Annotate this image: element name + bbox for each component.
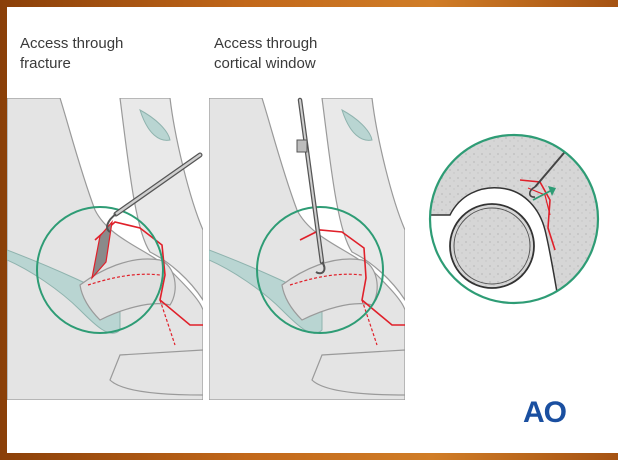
panel-left-fracture-access xyxy=(7,98,203,400)
detail-magnified-view xyxy=(430,130,600,310)
femoral-head-detail xyxy=(450,204,534,288)
ao-logo: AO xyxy=(523,396,566,430)
